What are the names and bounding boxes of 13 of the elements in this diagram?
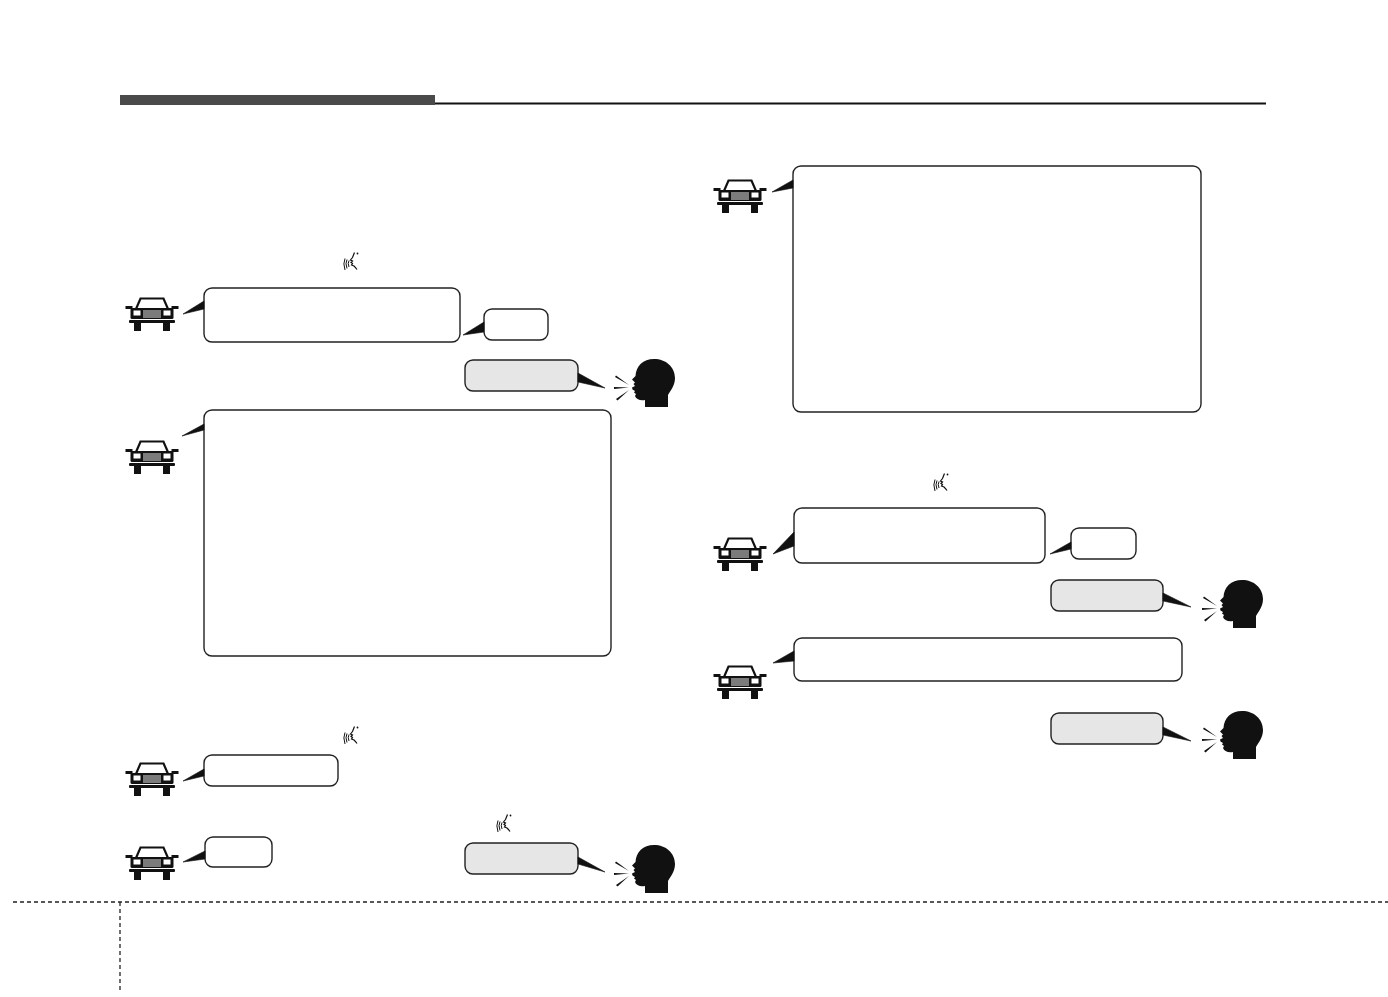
speech-bubble [181,409,612,657]
speech-bubble [1050,712,1192,745]
speech-bubble [182,754,339,787]
speech-bubble [1049,527,1137,560]
speech-bubble [464,842,606,875]
speech-bubble [182,836,273,868]
speech-bubble [1050,579,1192,612]
speech-bubble [462,308,549,341]
speech-bubble [771,165,1202,413]
speech-bubble [772,507,1046,564]
speech-bubble [464,359,606,392]
speech-bubble [772,637,1183,682]
speech-bubble [182,287,461,343]
